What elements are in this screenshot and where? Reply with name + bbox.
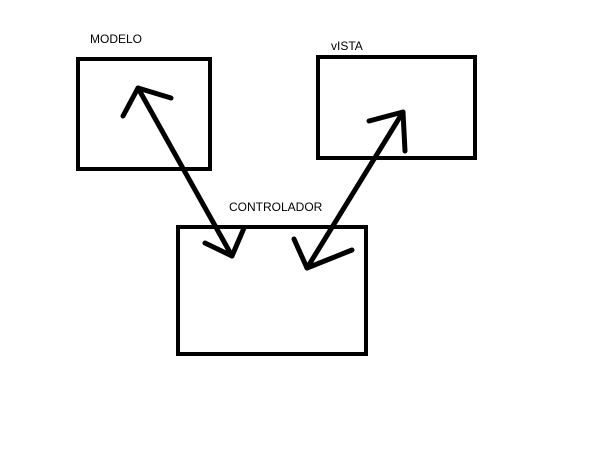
modelo-box [76,57,212,171]
vista-label: vISTA [331,39,363,53]
vista-box [316,55,477,160]
modelo-label: MODELO [90,32,143,46]
controlador-label: CONTROLADOR [229,200,323,214]
controlador-box [176,225,368,356]
